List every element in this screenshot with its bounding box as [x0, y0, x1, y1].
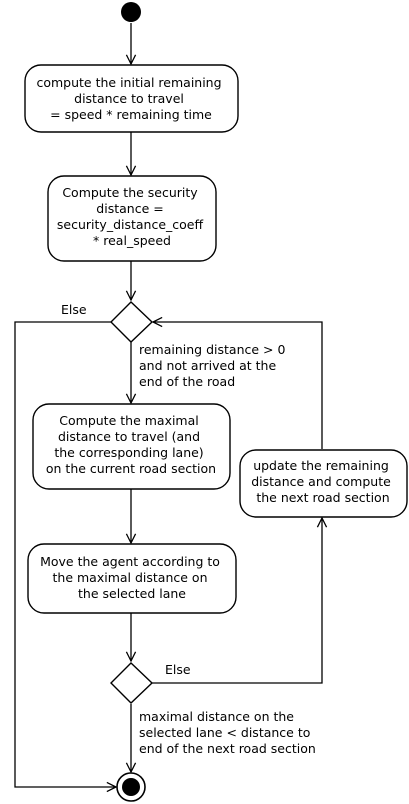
exit-condition-line-1: maximal distance on the — [139, 709, 294, 724]
update-remaining-line-2: distance and compute — [251, 474, 391, 489]
compute-initial-line-2: distance to travel — [74, 91, 184, 106]
svg-text:Compute the maximal dist: Compute the maximal distance to travel (… — [46, 413, 216, 476]
move-agent-line-3: the selected lane — [78, 586, 186, 601]
update-remaining-line-3: the next road section — [256, 490, 389, 505]
compute-maximal-line-2: distance to travel (and — [58, 429, 200, 444]
flow-update-to-decision-loop — [153, 322, 323, 449]
loop-condition-line-1: remaining distance > 0 — [139, 342, 285, 357]
loop-condition-line-3: end of the road — [139, 374, 235, 389]
guard-else-bottom: Else — [165, 662, 191, 677]
move-agent-line-2: the maximal distance on — [53, 570, 208, 585]
guard-loop-condition: remaining distance > 0 and not arrived a… — [139, 342, 289, 389]
svg-text:Move the agent according to: Move the agent according to the maximal … — [40, 554, 224, 601]
action-compute-maximal-distance: Compute the maximal distance to travel (… — [32, 403, 231, 490]
action-move-agent: Move the agent according to the maximal … — [27, 543, 237, 614]
decision-exit-node — [110, 662, 154, 704]
compute-security-line-4: * real_speed — [93, 233, 171, 248]
svg-text:update the remaining dis: update the remaining distance and comput… — [251, 458, 395, 505]
compute-security-line-2: distance = — [96, 201, 163, 216]
exit-condition-line-2: selected lane < distance to — [139, 725, 310, 740]
compute-maximal-line-1: Compute the maximal — [59, 413, 198, 428]
action-compute-security-distance: Compute the security distance = security… — [47, 175, 217, 262]
decision-loop-node — [110, 301, 154, 343]
initial-node — [121, 2, 141, 22]
flow-else-bottom-to-update — [152, 518, 322, 684]
svg-text:Compute the security dis: Compute the security distance = security… — [57, 185, 207, 248]
update-remaining-line-1: update the remaining — [253, 458, 389, 473]
loop-condition-line-2: and not arrived at the — [139, 358, 276, 373]
action-compute-initial-distance: compute the initial remaining distance t… — [24, 64, 239, 133]
svg-text:compute the initial remaining: compute the initial remaining distance t… — [36, 75, 225, 122]
final-node — [116, 772, 146, 802]
move-agent-line-1: Move the agent according to — [40, 554, 220, 569]
compute-security-line-3: security_distance_coeff — [57, 217, 204, 232]
compute-initial-line-3: = speed * remaining time — [50, 107, 212, 122]
flow-else-top-to-final — [14, 321, 116, 787]
compute-maximal-line-3: the corresponding lane) — [54, 445, 203, 460]
action-update-remaining-distance: update the remaining distance and comput… — [239, 449, 408, 518]
guard-else-top: Else — [61, 302, 87, 317]
exit-condition-line-3: end of the next road section — [139, 741, 316, 756]
compute-security-line-1: Compute the security — [62, 185, 198, 200]
compute-maximal-line-4: on the current road section — [46, 461, 216, 476]
compute-initial-line-1: compute the initial remaining — [36, 75, 221, 90]
guard-exit-condition: maximal distance on the selected lane < … — [139, 709, 316, 756]
